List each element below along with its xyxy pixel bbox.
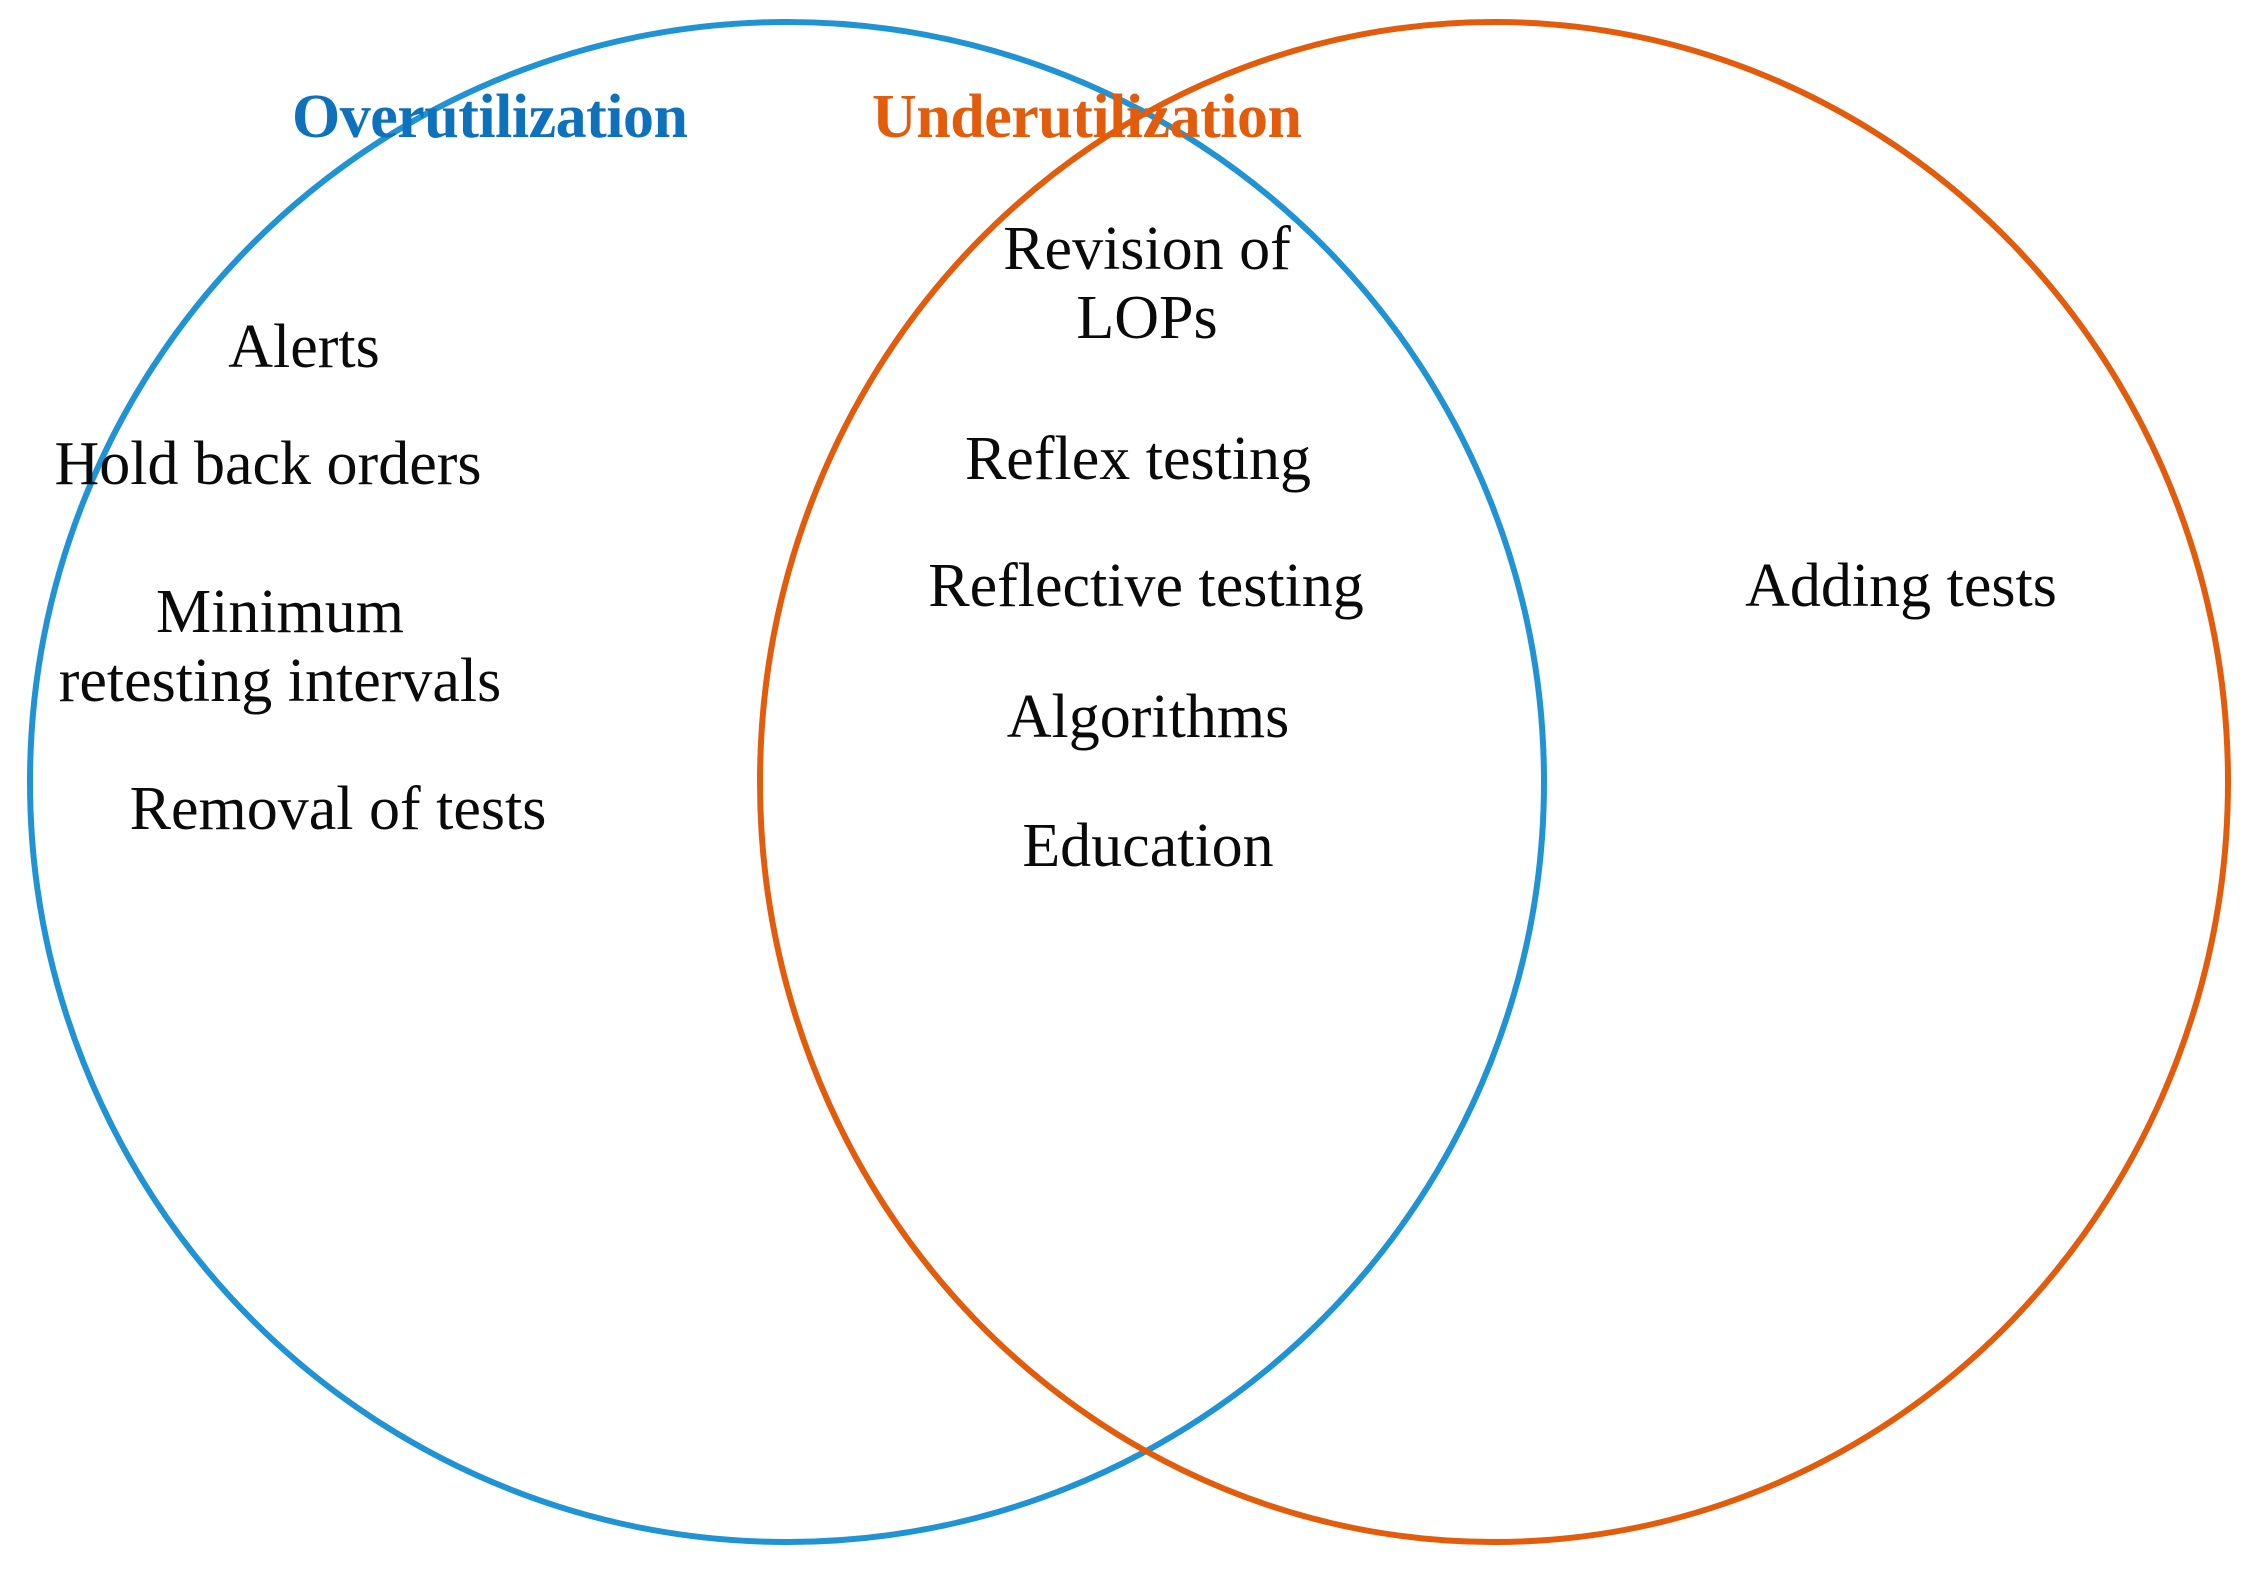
right-circle-outline — [757, 19, 2231, 1545]
left-circle-outline — [27, 19, 1547, 1545]
